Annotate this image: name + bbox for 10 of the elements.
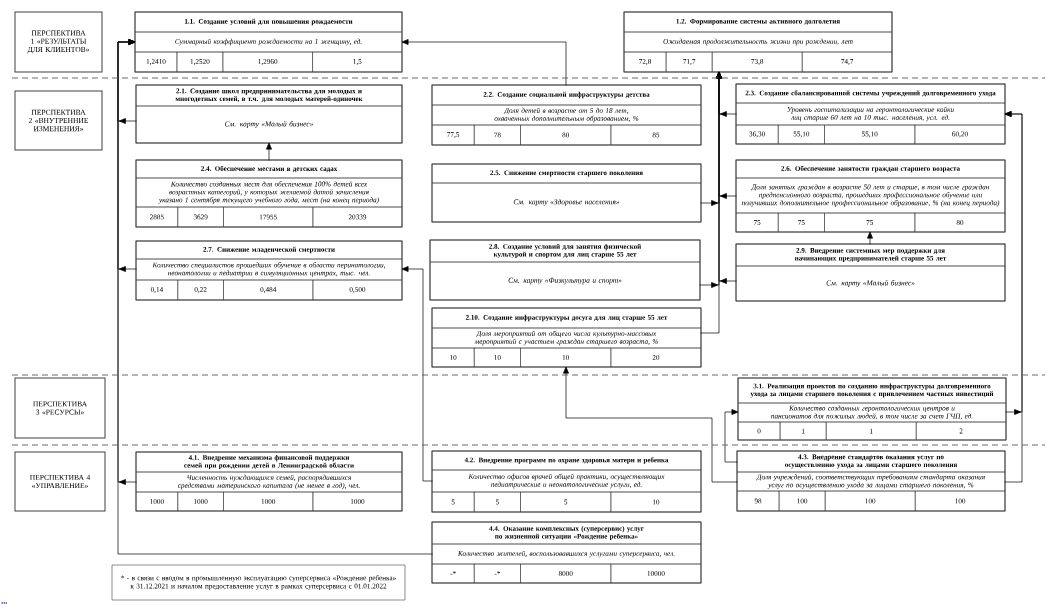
connector-arrow — [401, 39, 567, 86]
connector-arrow — [401, 266, 433, 482]
connector-arrow — [117, 39, 433, 555]
connector-arrow — [266, 142, 272, 161]
connector-arrow — [1004, 111, 1023, 483]
connector-arrow — [563, 366, 738, 483]
connector-arrow — [867, 231, 873, 245]
connector-arrow — [724, 409, 739, 463]
connector-arrow — [700, 71, 722, 334]
ellipsis-text: ... — [1, 602, 7, 604]
